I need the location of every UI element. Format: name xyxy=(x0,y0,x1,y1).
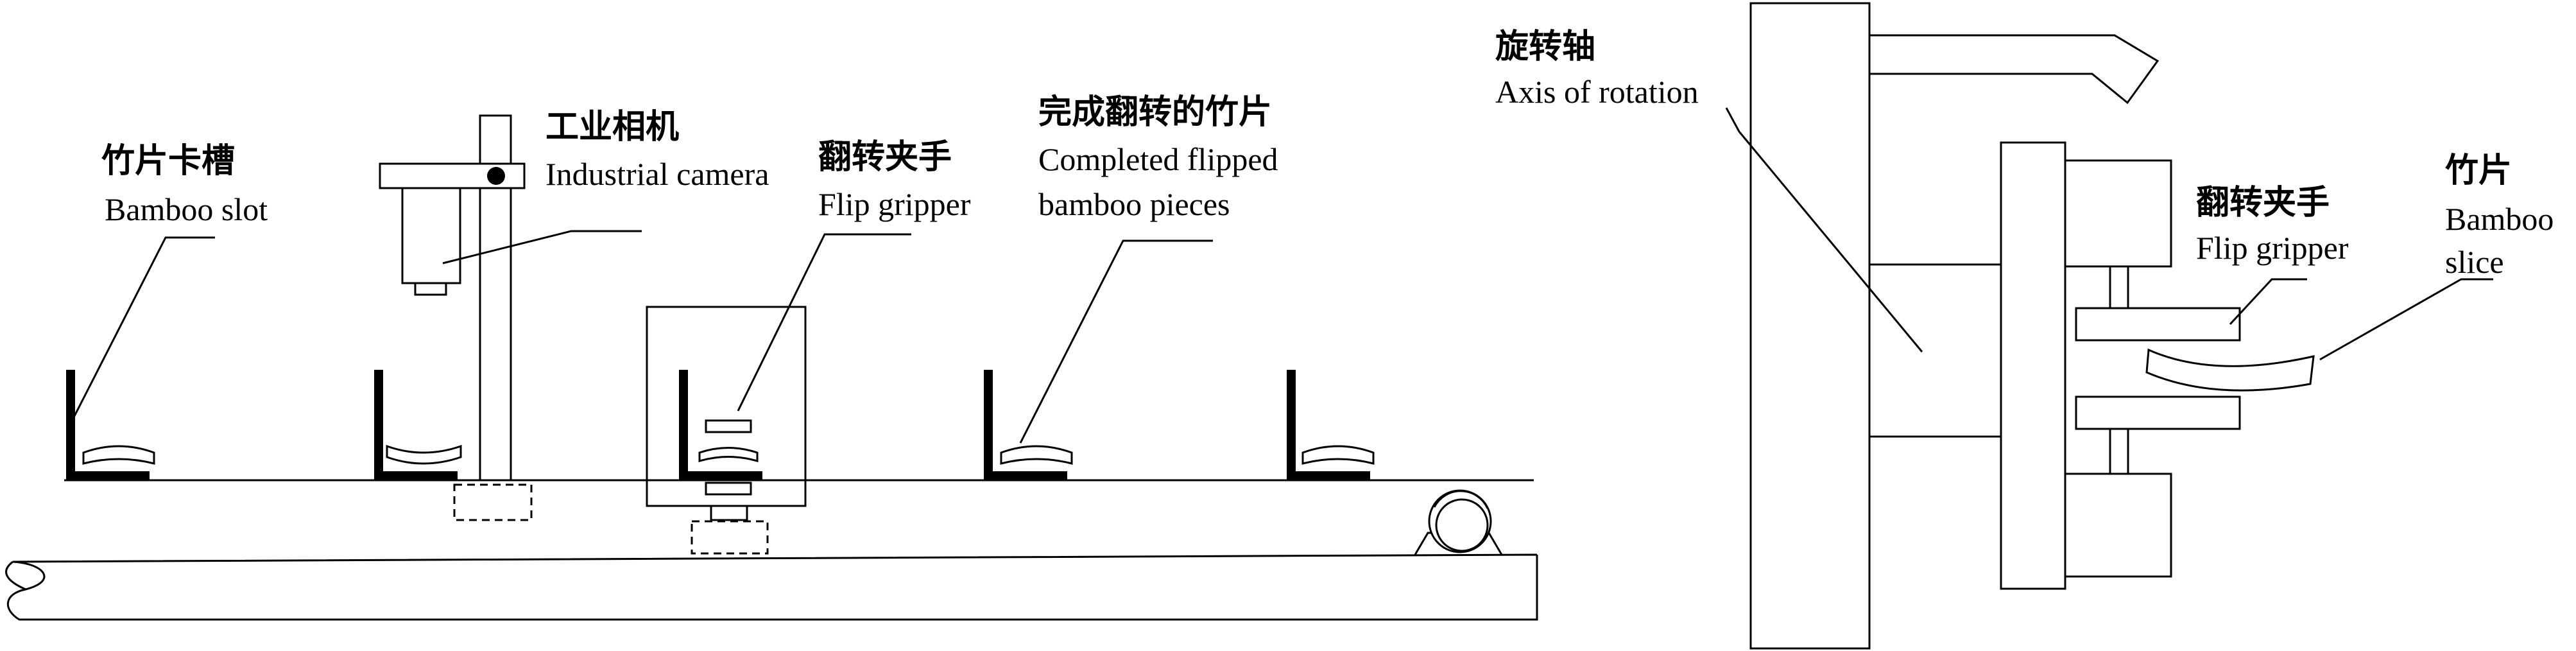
upper-jaw xyxy=(2075,307,2241,342)
camera-label-zh: 工业相机 xyxy=(545,108,679,146)
bamboo-piece xyxy=(698,447,759,462)
bamboo-slice xyxy=(2145,348,2315,392)
camera-label-en: Industrial camera xyxy=(545,156,769,192)
bamboo-slot-1 xyxy=(66,370,155,480)
bamboo-piece xyxy=(1000,445,1073,465)
bamboo-slice-label-zh: 竹片 xyxy=(2445,152,2512,190)
bamboo-slice-label-en-2: slice xyxy=(2445,244,2504,280)
axis-label-en: Axis of rotation xyxy=(1495,74,1699,110)
flip-gripper-unit xyxy=(646,306,807,555)
lower-jaw xyxy=(2075,395,2241,430)
flip-gripper-detail: 旋转轴 Axis of rotation 翻转夹手 Flip gripper 竹… xyxy=(1495,2,2554,650)
completed-label-zh: 完成翻转的竹片 xyxy=(1038,93,1272,132)
completed-label-en-1: Completed flipped xyxy=(1038,141,1278,177)
conveyor-system: 竹片卡槽 Bamboo slot 工业相机 Industrial camera … xyxy=(5,93,1538,621)
bamboo-slice-label-en-1: Bamboo xyxy=(2445,201,2554,237)
bamboo-slot-label-zh: 竹片卡槽 xyxy=(101,142,235,180)
completed-label-en-2: bamboo pieces xyxy=(1038,186,1230,222)
lower-actuator xyxy=(2064,473,2172,578)
bamboo-slot-5 xyxy=(1287,370,1375,480)
conveyor-belt xyxy=(7,553,1538,621)
bamboo-slot-label-en: Bamboo slot xyxy=(105,191,268,227)
axis-label-zh: 旋转轴 xyxy=(1495,28,1595,66)
top-arm xyxy=(1869,34,2160,105)
bamboo-piece xyxy=(82,445,155,465)
flip-gripper-right-label-en: Flip gripper xyxy=(2196,230,2349,266)
belt-break-curve xyxy=(5,560,26,591)
bamboo-slot-4 xyxy=(984,370,1073,480)
upper-actuator xyxy=(2064,159,2172,268)
flip-gripper-left-label-en: Flip gripper xyxy=(818,186,971,222)
hub xyxy=(1868,263,2002,438)
leader-lines-right xyxy=(1725,107,2493,361)
belt-roller xyxy=(1414,489,1503,555)
bamboo-piece xyxy=(1301,445,1375,465)
gripper-frame xyxy=(2000,141,2066,590)
rotation-axis-plate xyxy=(1749,2,1871,650)
bamboo-slot-3 xyxy=(679,370,762,480)
industrial-camera xyxy=(379,114,533,521)
bamboo-slot-2 xyxy=(374,370,462,480)
bamboo-piece xyxy=(386,444,462,465)
leader-lines-left xyxy=(73,230,1213,444)
flip-gripper-right-label-zh: 翻转夹手 xyxy=(2196,184,2330,222)
flip-gripper-left-label-zh: 翻转夹手 xyxy=(818,138,952,177)
